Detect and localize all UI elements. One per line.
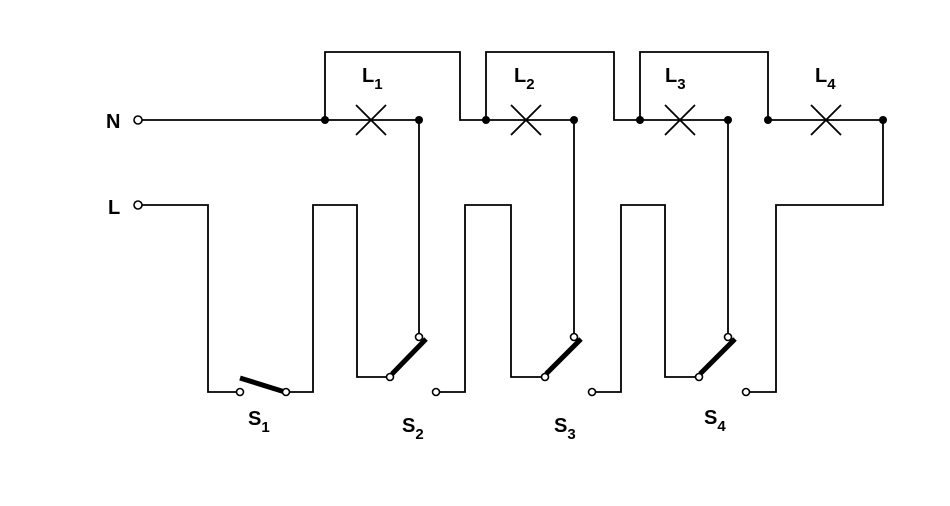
lamp-label-1: L1: [362, 65, 383, 93]
lamp-drop-wires: [418, 120, 884, 393]
switch-1: [235, 375, 291, 397]
terminal-l-circle: [133, 200, 143, 210]
lamp-1: [355, 104, 387, 136]
lamp-label-2: L2: [514, 65, 535, 93]
lamp-2: [510, 104, 542, 136]
switch-3: [540, 332, 597, 397]
switch-label-2: S2: [402, 415, 424, 443]
switch-4: [694, 332, 751, 397]
lamp-label-4: L4: [815, 65, 836, 93]
switch-label-4: S4: [704, 407, 726, 435]
terminal-n-circle: [133, 115, 143, 125]
switch-label-1: S1: [248, 408, 270, 436]
switch-label-3: S3: [554, 415, 576, 443]
lamp-4: [810, 104, 842, 136]
switch-2: [385, 332, 441, 397]
neutral-bus: [142, 51, 883, 121]
terminal-label-n: N: [106, 111, 120, 133]
live-wiring: [142, 204, 697, 393]
lamp-3: [664, 104, 696, 136]
lamp-label-3: L3: [665, 65, 686, 93]
terminal-label-l: L: [108, 197, 120, 219]
